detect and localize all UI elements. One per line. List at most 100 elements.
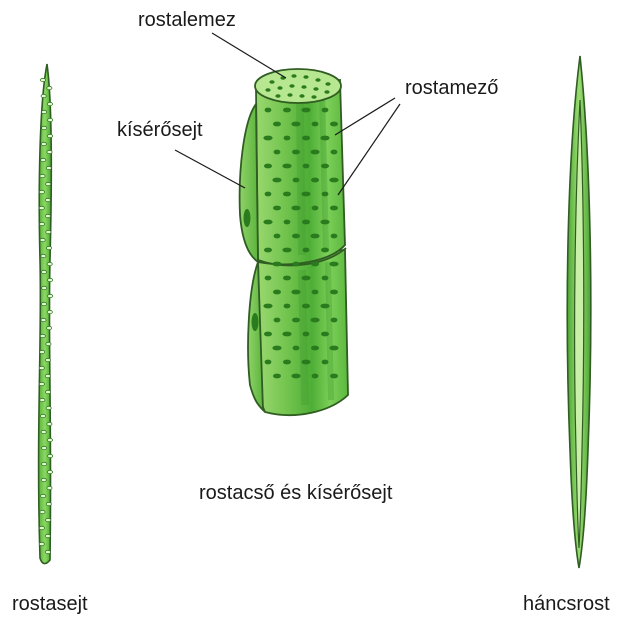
sieve-field-pore	[330, 374, 338, 379]
sieve-plate-pore	[301, 85, 306, 89]
sieve-cell-pore	[45, 390, 50, 393]
label-sieve-field: rostamező	[405, 78, 498, 98]
sieve-field-pore	[322, 276, 329, 281]
sieve-field-pore	[292, 150, 300, 155]
sieve-field-pore	[302, 304, 310, 309]
companion-cell-nucleus-upper	[244, 209, 251, 227]
sieve-plate-pore	[315, 78, 320, 82]
sieve-cell-pore	[39, 206, 44, 209]
sieve-field-pore	[263, 220, 272, 225]
sieve-cell-pore	[41, 158, 46, 161]
sieve-field-pore	[291, 206, 300, 211]
sieve-cell-pore	[46, 166, 51, 169]
sieve-cell-pore	[40, 334, 45, 337]
sieve-cell-pore	[48, 294, 53, 297]
sieve-field-pore	[320, 304, 329, 309]
sieve-field-pore	[291, 374, 300, 379]
sieve-field-pore	[301, 276, 310, 281]
sieve-field-pore	[283, 360, 291, 365]
sieve-cell-pore	[48, 118, 53, 121]
sieve-field-pore	[293, 178, 300, 183]
sieve-field-pore	[272, 262, 281, 267]
sieve-field-pore	[263, 136, 272, 141]
sieve-field-pore	[302, 136, 310, 141]
sieve-field-pore	[273, 122, 281, 127]
sieve-field-pore	[329, 262, 338, 267]
sieve-field-pore	[331, 150, 338, 155]
sieve-field-pore	[330, 290, 338, 295]
sieve-cell-pore	[45, 374, 50, 377]
sieve-field-pore	[321, 164, 329, 169]
sieve-cell-pore	[40, 238, 45, 241]
label-sieve-plate: rostalemez	[138, 10, 236, 30]
sieve-cell-pore	[46, 230, 51, 233]
sieve-field-pore	[293, 262, 300, 267]
sieve-cell-pore	[47, 134, 52, 137]
sieve-plate-pore	[299, 94, 304, 98]
sieve-field-pore	[320, 220, 329, 225]
sieve-cell-pore	[47, 438, 52, 441]
label-sieve-cell: rostasejt	[12, 594, 88, 614]
sieve-cell-pore	[47, 470, 52, 473]
sieve-plate-pore	[287, 93, 292, 97]
sieve-cell-pore	[42, 110, 47, 113]
sieve-field-pore	[283, 192, 291, 197]
sieve-plate-pore	[291, 74, 296, 78]
sieve-field-pore	[282, 248, 291, 253]
sieve-field-pore	[322, 192, 329, 197]
sieve-cell-pore	[40, 350, 45, 353]
sieve-field-pore	[274, 318, 281, 323]
sieve-plate-top	[255, 69, 341, 103]
sieve-plate-pore	[289, 84, 294, 88]
leader-line-sieve-field-2	[338, 104, 400, 195]
sieve-field-pore	[293, 346, 300, 351]
companion-cell-nucleus-lower	[252, 313, 259, 331]
sieve-cell-pore	[39, 542, 44, 545]
sieve-plate-pore	[275, 94, 280, 98]
sieve-cell-pore	[41, 494, 46, 497]
sieve-plate-pore	[313, 87, 318, 91]
sieve-cell-pore	[47, 150, 52, 153]
sieve-cell-pore	[46, 182, 51, 185]
sieve-cell-pore	[47, 486, 52, 489]
sieve-plate-pore	[325, 82, 330, 86]
sieve-cell-pore	[42, 126, 47, 129]
sieve-field-pore	[284, 304, 291, 309]
sieve-cell-pore	[46, 518, 51, 521]
companion-cell-upper	[240, 104, 258, 262]
leader-line-sieve-field-1	[335, 98, 395, 135]
sieve-cell-pore	[41, 478, 46, 481]
sieve-cell-drawing	[39, 64, 53, 564]
sieve-field-pore	[273, 206, 281, 211]
sieve-cell-pore	[47, 310, 52, 313]
sieve-cell-pore	[47, 262, 52, 265]
sieve-field-pore	[292, 234, 300, 239]
leader-line-sieve-plate	[212, 33, 286, 78]
sieve-cell-pore	[41, 430, 46, 433]
sieve-field-pore	[331, 234, 338, 239]
sieve-field-pore	[273, 374, 281, 379]
sieve-cell-pore	[42, 462, 47, 465]
sieve-field-pore	[312, 122, 319, 127]
sieve-field-pore	[302, 220, 310, 225]
label-bast-fiber: háncsrost	[523, 594, 610, 614]
sieve-cell-pore	[40, 398, 45, 401]
sieve-field-pore	[320, 136, 329, 141]
sieve-cell-pore	[47, 326, 52, 329]
sieve-plate-pore	[265, 88, 270, 92]
sieve-plate-pore	[311, 95, 316, 99]
sieve-field-pore	[310, 234, 319, 239]
label-companion-cell: kísérősejt	[117, 120, 203, 140]
sieve-field-pore	[282, 332, 291, 337]
sieve-plate-pore	[269, 80, 274, 84]
sieve-field-pore	[265, 192, 272, 197]
sieve-field-pore	[265, 360, 272, 365]
sieve-field-pore	[311, 262, 319, 267]
sieve-field-pore	[311, 178, 319, 183]
sieve-cell-pore	[47, 422, 52, 425]
sieve-cell-pore	[45, 198, 50, 201]
sieve-field-pore	[311, 346, 319, 351]
sieve-cell-pore	[47, 102, 52, 105]
sieve-field-pore	[312, 374, 319, 379]
